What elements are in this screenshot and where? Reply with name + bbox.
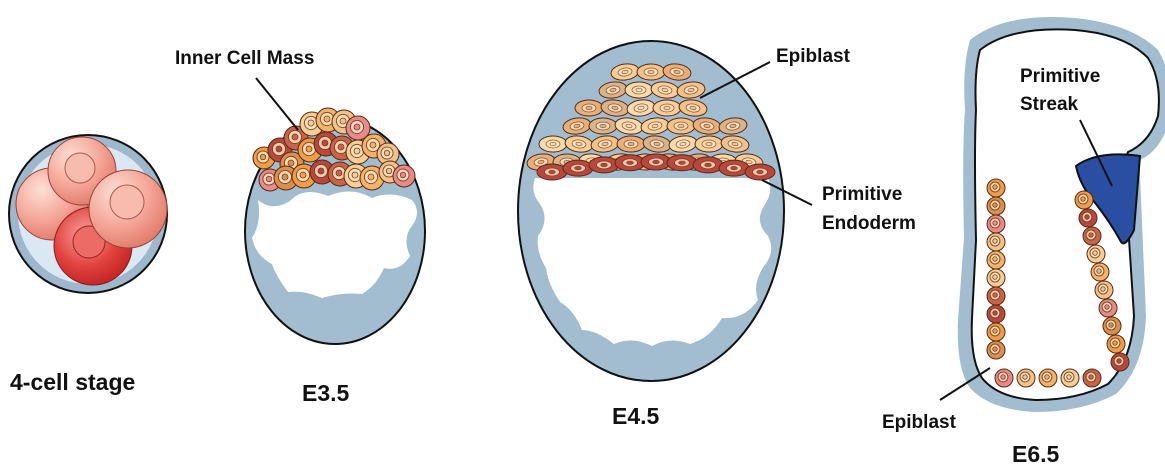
epiblast-cup-cell	[1079, 209, 1097, 227]
epiblast-cup-cell	[1099, 299, 1117, 317]
epiblast-cell	[695, 136, 723, 152]
epiblast-cup-cell	[987, 179, 1005, 197]
annotation-epiblast-e6-5: Epiblast	[882, 412, 957, 433]
epiblast-cell	[575, 100, 603, 116]
blastomere-nucleus	[65, 153, 95, 183]
primitive-endoderm-cell	[563, 160, 593, 176]
primitive-endoderm-cell	[589, 157, 619, 173]
stage-label-e4-5: E4.5	[612, 403, 660, 429]
epiblast-cell	[625, 82, 653, 98]
annotation-primitive-e6-5: Primitive	[1020, 66, 1100, 87]
epiblast-cup-cell	[987, 323, 1005, 341]
epiblast-cup-cell	[987, 305, 1005, 323]
stage-label-4-cell: 4-cell stage	[10, 369, 135, 395]
primitive-endoderm-cell	[537, 164, 567, 180]
epiblast-cell	[653, 100, 681, 116]
epiblast-cup-cell	[1107, 335, 1125, 353]
annotation-primitive-e4-5: Primitive	[822, 184, 902, 205]
epiblast-cup-cell	[1017, 369, 1035, 387]
epiblast-cup-cell	[987, 215, 1005, 233]
icm-leader-line	[256, 78, 298, 130]
primitive-endoderm-cell	[667, 155, 697, 171]
primitive-endoderm-cell	[745, 164, 775, 180]
epiblast-cup-cell	[987, 251, 1005, 269]
epiblast-cup-cell	[1091, 263, 1109, 281]
epiblast-cup-cell	[987, 197, 1005, 215]
epiblast-cup-cell	[1075, 191, 1093, 209]
annotation-epiblast-e4-5: Epiblast	[776, 46, 851, 67]
epiblast-cup-cell	[987, 341, 1005, 359]
annotation-endoderm-e4-5: Endoderm	[822, 213, 916, 234]
epiblast-cup-cell	[1061, 369, 1079, 387]
primitive-endoderm-cell	[641, 154, 671, 170]
epiblast-cell	[617, 136, 645, 152]
epiblast-cup-cell	[1083, 227, 1101, 245]
inner-cell-mass	[253, 108, 415, 191]
epiblast-cup-cell	[1039, 369, 1057, 387]
epiblast-cup-cell	[1087, 245, 1105, 263]
epiblast-cup-cell	[1103, 317, 1121, 335]
blastomere-nucleus	[110, 185, 144, 219]
epiblast-cup-cell	[1095, 281, 1113, 299]
epiblast-cell	[637, 64, 665, 80]
epiblast-cup-cell	[987, 287, 1005, 305]
four-cell-embryo	[9, 135, 167, 293]
stage-label-e6-5: E6.5	[1012, 441, 1060, 467]
epiblast-cell	[539, 136, 567, 152]
epiblast-cup-cell	[1111, 353, 1129, 371]
epiblast-cell	[589, 118, 617, 134]
epiblast-cup-cell	[1083, 369, 1101, 387]
epiblast-cell	[667, 118, 695, 134]
primitive-endoderm-cell	[615, 155, 645, 171]
primitive-endoderm-cell	[719, 160, 749, 176]
annotation-streak-e6-5: Streak	[1020, 94, 1079, 115]
annotation-inner-cell-mass: Inner Cell Mass	[175, 48, 314, 69]
epiblast-cup-cell	[995, 369, 1013, 387]
primitive-endoderm-cell	[693, 157, 723, 173]
stage-label-e3-5: E3.5	[302, 380, 350, 406]
epiblast-cup-cell	[987, 269, 1005, 287]
epiblast-cup-cell	[987, 233, 1005, 251]
icm-cell	[393, 165, 415, 187]
